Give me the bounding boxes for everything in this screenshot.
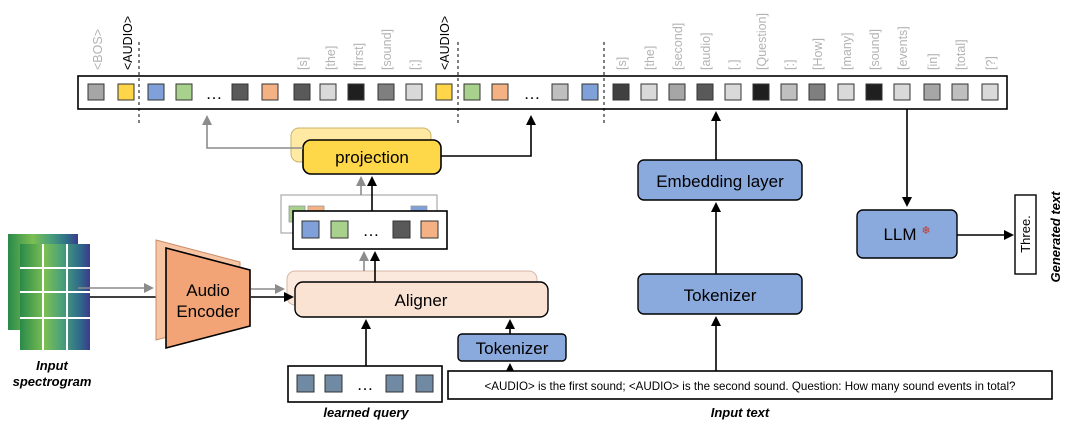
input-text-caption: Input text — [711, 405, 770, 420]
top-token-labels: <BOS> <AUDIO> [s] [the] [first] [sound] [;] <AU… — [91, 13, 998, 70]
sequence-token — [261, 83, 279, 101]
tokenizer-large-block — [637, 273, 803, 315]
arrow-projection-to-audio2 — [441, 115, 536, 157]
sequence-token — [724, 83, 742, 101]
embedding-layer-label: Embedding layer — [656, 172, 784, 191]
query-token — [385, 374, 404, 393]
token-label: [sound] — [868, 29, 882, 70]
sequence-token — [377, 83, 395, 101]
sequence-token — [117, 83, 135, 101]
token — [420, 220, 439, 239]
query-token — [296, 374, 315, 393]
input-spectrogram-caption-1: Input — [36, 358, 68, 373]
tokenizer-small-block — [457, 333, 567, 362]
token-label: [many] — [840, 32, 854, 70]
audio-encoder-block — [165, 246, 251, 350]
tokenizer-large-label: Tokenizer — [684, 286, 757, 305]
tokenizer-small-label: Tokenizer — [476, 339, 549, 358]
input-text-value: <AUDIO> is the first sound; <AUDIO> is t… — [484, 380, 1016, 393]
frozen-icon: ❄ — [921, 225, 930, 237]
audio-encoder-label-1: Audio — [186, 281, 229, 300]
sequence-token — [319, 83, 337, 101]
sequence-token — [808, 83, 826, 101]
token-label: [second] — [671, 23, 685, 70]
arrow-projection-to-audio1 — [202, 115, 303, 149]
embedding-layer-block — [637, 159, 803, 201]
token-label: [:] — [783, 60, 797, 70]
sequence-token — [491, 83, 509, 101]
sequence-token — [865, 83, 883, 101]
token-label: <AUDIO> — [438, 16, 452, 70]
sequence-token — [951, 83, 969, 101]
sequence-token — [668, 83, 686, 101]
ellipsis: … — [357, 375, 374, 394]
aligner-block — [294, 281, 549, 318]
audio-encoder-label-2: Encoder — [176, 302, 240, 321]
sequence-token — [87, 83, 105, 101]
sequence-token — [405, 83, 423, 101]
token-label: [s] — [296, 57, 310, 70]
query-token — [415, 374, 434, 393]
sequence-token — [463, 83, 481, 101]
token-sequence: …… — [87, 83, 999, 103]
output-box — [1014, 194, 1037, 275]
sequence-token — [752, 83, 770, 101]
sequence-token — [435, 83, 453, 101]
sequence-token — [231, 83, 249, 101]
token-label: [total] — [954, 39, 968, 70]
token-label: [sound] — [380, 29, 394, 70]
token-label: [audio] — [699, 32, 713, 70]
projection-label: projection — [335, 148, 409, 167]
token-label: [in] — [926, 53, 940, 70]
input-text-box — [447, 370, 1053, 400]
token-label: [?] — [984, 56, 998, 70]
token — [330, 220, 349, 239]
sequence-token — [293, 83, 311, 101]
token-label: [the] — [643, 46, 657, 70]
token-label: [first] — [352, 43, 366, 70]
query-token — [324, 374, 343, 393]
token — [301, 220, 320, 239]
token — [392, 220, 411, 239]
token-label: [Question] — [755, 13, 769, 70]
sequence-token — [780, 83, 798, 101]
sequence-token — [581, 83, 599, 101]
input-spectrogram-caption-2: spectrogram — [13, 374, 92, 389]
sequence-token — [551, 83, 569, 101]
token-label: [s] — [615, 57, 629, 70]
aligner-label: Aligner — [395, 291, 448, 310]
sequence-token — [981, 83, 999, 101]
sequence-token — [923, 83, 941, 101]
sequence-token — [347, 83, 365, 101]
output-text: Three. — [1018, 215, 1033, 253]
token-label: <AUDIO> — [121, 16, 135, 70]
generated-text-caption: Generated text — [1048, 191, 1063, 283]
token-label: [;] — [408, 60, 422, 70]
sequence-token — [175, 83, 193, 101]
token-label: <BOS> — [91, 29, 105, 70]
sequence-token — [696, 83, 714, 101]
token-label: [the] — [324, 46, 338, 70]
spectrogram-image — [8, 234, 90, 350]
ellipsis: … — [363, 221, 380, 240]
sequence-token — [612, 83, 630, 101]
sequence-token — [147, 83, 165, 101]
learned-query-caption: learned query — [323, 405, 409, 420]
token-label: [How] — [811, 38, 825, 70]
sequence-token — [893, 83, 911, 101]
token-label: [.] — [727, 60, 741, 70]
llm-label: LLM — [883, 225, 916, 244]
sequence-token — [837, 83, 855, 101]
sequence-token — [640, 83, 658, 101]
ellipsis: … — [206, 84, 223, 103]
projection-block — [302, 139, 442, 175]
ellipsis: … — [524, 84, 541, 103]
llm-block — [856, 209, 958, 259]
token-label: [events] — [896, 26, 910, 70]
